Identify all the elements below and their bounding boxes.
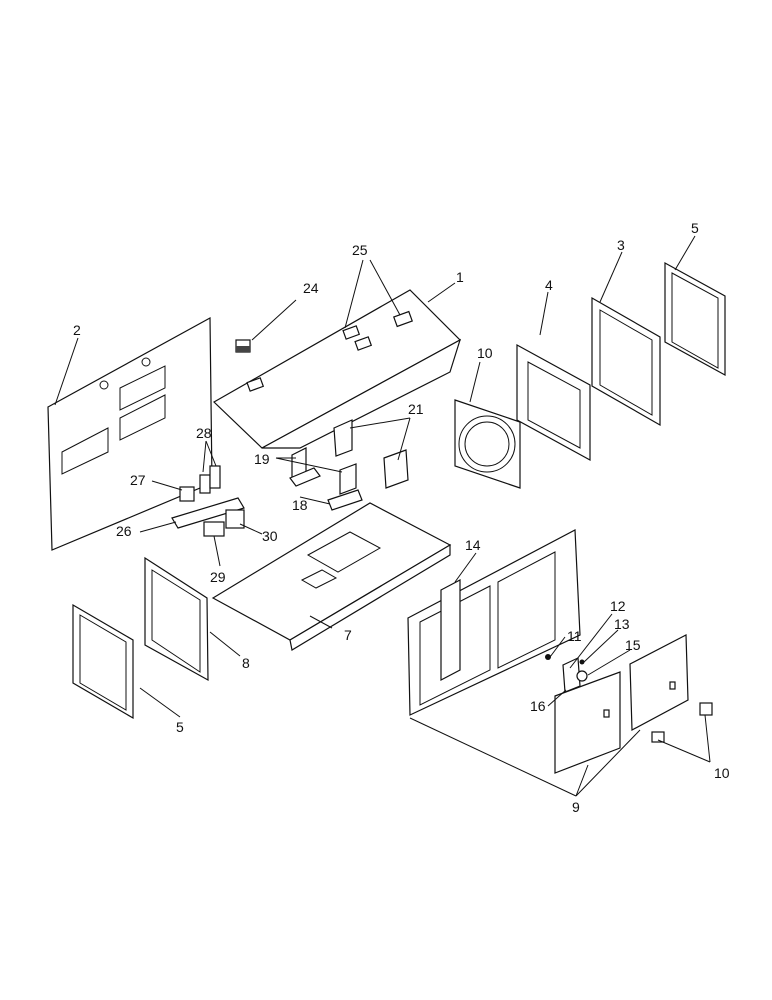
callout-8: 8 [242, 655, 250, 671]
part-1-top-cover [213, 289, 462, 449]
callout-18: 18 [292, 497, 308, 513]
controls-26-30 [171, 465, 245, 537]
callout-3: 3 [617, 237, 625, 253]
callout-12: 12 [610, 598, 626, 614]
callout-5-right: 5 [691, 220, 699, 236]
latch-hardware [545, 654, 588, 693]
callout-25: 25 [352, 242, 368, 258]
callout-4: 4 [545, 277, 553, 293]
part-9-doors [554, 634, 689, 774]
callout-10-upper: 10 [477, 345, 493, 361]
callout-7: 7 [344, 627, 352, 643]
callout-19: 19 [254, 451, 270, 467]
callout-5-left: 5 [176, 719, 184, 735]
callout-15: 15 [625, 637, 641, 653]
callout-21: 21 [408, 401, 424, 417]
right-side-panel [407, 529, 581, 716]
callout-1: 1 [456, 269, 464, 285]
part-8-left-frame [144, 556, 209, 682]
callout-26: 26 [116, 523, 132, 539]
callout-29: 29 [210, 569, 226, 585]
callout-14: 14 [465, 537, 481, 553]
part-3-frame [591, 296, 661, 427]
callout-27: 27 [130, 472, 146, 488]
part-10-fan-shroud [454, 399, 521, 489]
part-5-right-gasket [664, 261, 726, 377]
callout-labels: 1 2 3 4 5 5 7 8 9 10 10 11 12 13 14 15 1… [73, 220, 730, 815]
callout-13: 13 [614, 616, 630, 632]
callout-30: 30 [262, 528, 278, 544]
part-4-frame [516, 343, 591, 462]
leader-lines [54, 235, 711, 797]
part-7-floor-plate [211, 502, 452, 651]
callout-28: 28 [196, 425, 212, 441]
part-5-left-gasket [72, 603, 134, 720]
part-10-door-latches [651, 702, 713, 743]
callout-10-lower: 10 [714, 765, 730, 781]
callout-9: 9 [572, 799, 580, 815]
callout-16: 16 [530, 698, 546, 714]
callout-11: 11 [567, 628, 582, 644]
part-24-block [235, 339, 251, 353]
brackets-18-19-21 [289, 419, 409, 511]
callout-2: 2 [73, 322, 81, 338]
callout-24: 24 [303, 280, 319, 296]
